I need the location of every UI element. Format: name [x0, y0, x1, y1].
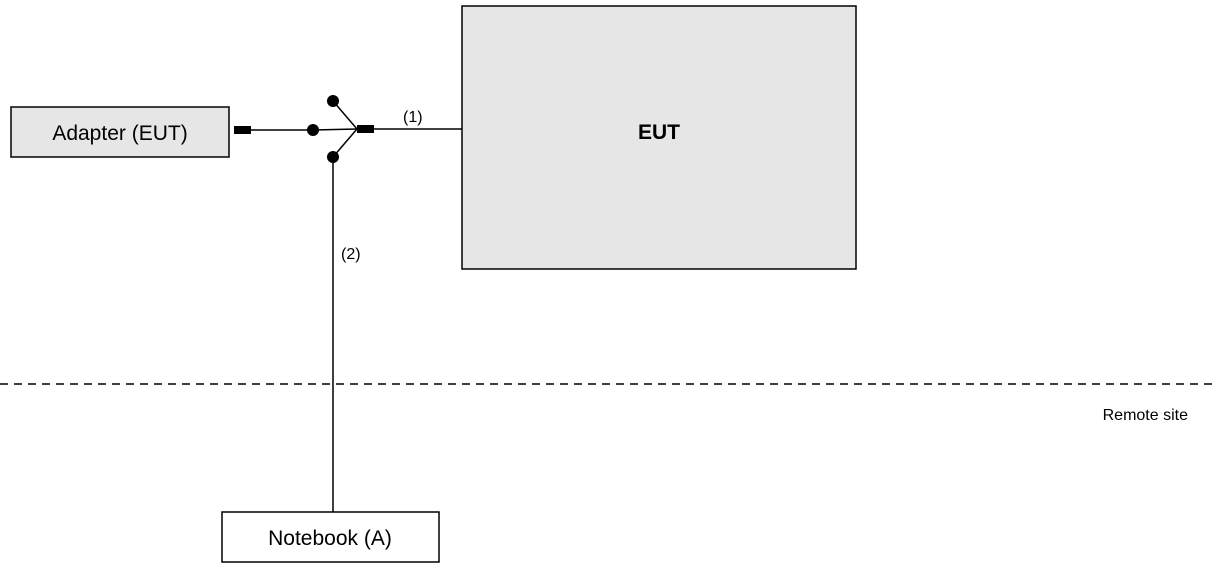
eut-label: EUT [638, 121, 680, 144]
notebook-node: Notebook (A) [221, 511, 440, 563]
cable-2-label: (2) [341, 246, 361, 263]
remote-site-label: Remote site [1103, 407, 1188, 424]
cable-1-label: (1) [403, 109, 423, 126]
switch-arm-middle [312, 128, 358, 131]
notebook-label: Notebook (A) [268, 527, 392, 550]
adapter-node: Adapter (EUT) [10, 106, 230, 158]
notebook-box [221, 511, 440, 563]
adapter-connector [234, 126, 251, 134]
adapter-box [10, 106, 230, 158]
eut-box [461, 5, 857, 270]
eut-node: EUT [461, 5, 857, 270]
switch-connector [357, 125, 374, 133]
switch-arm-bottom [332, 128, 358, 158]
switch [307, 95, 374, 163]
switch-arm-top [332, 100, 358, 130]
adapter-label: Adapter (EUT) [52, 122, 187, 145]
